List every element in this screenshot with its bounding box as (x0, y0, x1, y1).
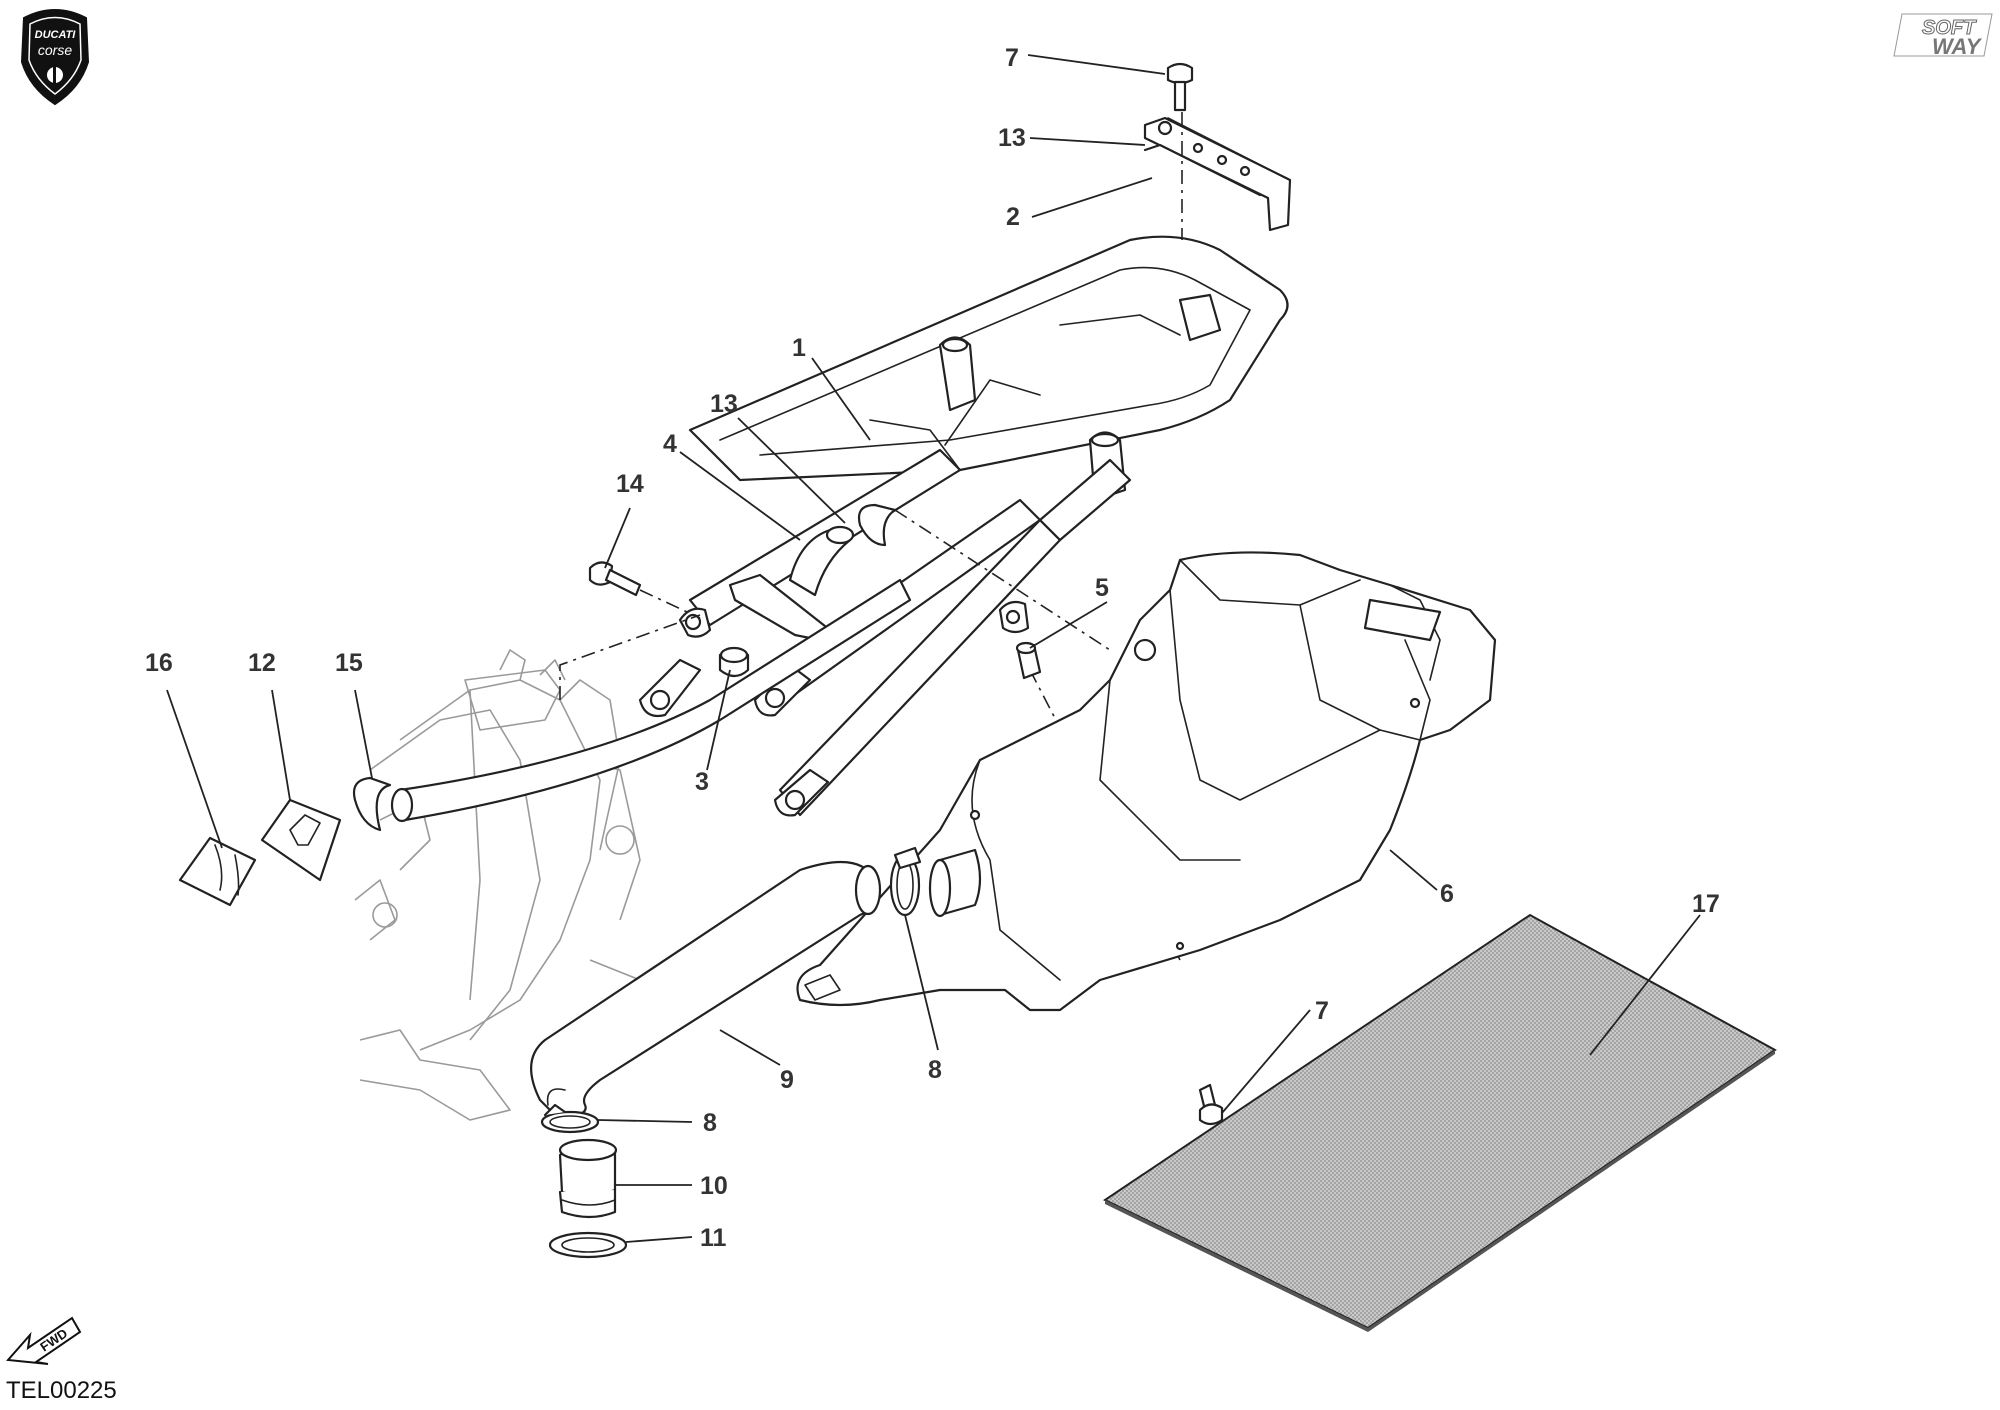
forward-direction-arrow: FWD (5, 1316, 82, 1365)
callout-13-upper: 13 (710, 390, 738, 418)
axis-line-a (559, 614, 701, 700)
callout-13-left: 15 (335, 649, 363, 677)
rear-subframe (638, 235, 1289, 817)
rubber-16 (178, 836, 257, 907)
clip-13-left (352, 776, 392, 832)
clamp-8-lower (540, 1103, 600, 1134)
callout-10: 10 (700, 1172, 728, 1200)
spacer-3 (718, 646, 750, 678)
callout-4: 4 (663, 430, 677, 458)
callout-8-upper: 8 (928, 1056, 942, 1084)
callout-14: 14 (616, 470, 644, 498)
logo-way-text: WAY (1932, 34, 1983, 59)
fitting-5 (1015, 641, 1042, 680)
logo-soft-text: SOFT (1922, 17, 1977, 39)
logo-ducati-text: DUCATI (35, 29, 77, 41)
clamp-8-upper (889, 846, 922, 917)
callout-1: 1 (792, 334, 806, 362)
logo-corse-text: corse (38, 42, 72, 58)
callout-17: 17 (1692, 890, 1720, 918)
breather-hose-4 (788, 525, 855, 597)
callout-12: 12 (248, 649, 276, 677)
axis-line-b (894, 509, 1111, 651)
main-frame-reference (354, 649, 656, 1121)
ducati-corse-logo: DUCATI corse (20, 9, 90, 106)
pad-12 (260, 798, 342, 882)
callout-labels: 7 13 2 1 13 4 14 3 5 6 7 17 8 9 8 10 11 … (145, 44, 1720, 1252)
leader-lines (166, 54, 1701, 1243)
callout-7-top: 7 (1005, 44, 1019, 72)
callout-5: 5 (1095, 574, 1109, 602)
drawing-code: TEL00225 (6, 1377, 117, 1404)
callout-11: 11 (700, 1224, 727, 1252)
callout-7-lower: 7 (1315, 997, 1329, 1025)
ring-11 (548, 1231, 628, 1259)
callout-15: 13 (998, 124, 1026, 152)
softway-logo: SOFT WAY (1893, 13, 1993, 59)
callout-3: 3 (695, 768, 709, 796)
callout-9: 9 (780, 1066, 794, 1094)
callout-2: 2 (1006, 203, 1020, 231)
bolt-top (1166, 62, 1194, 240)
clip-13-upper (857, 503, 897, 547)
mat-17 (1102, 913, 1777, 1332)
fitting-10 (558, 1138, 618, 1219)
callout-6: 6 (1440, 880, 1454, 908)
connecting-pipe (390, 578, 912, 823)
callout-16: 16 (145, 649, 173, 677)
hose-9 (530, 860, 882, 1122)
bolt-14 (588, 561, 701, 619)
tank-6 (796, 551, 1497, 1012)
bolt-lower (1198, 1083, 1224, 1126)
callout-8-lower: 8 (703, 1109, 717, 1137)
upper-bracket (1143, 116, 1292, 232)
